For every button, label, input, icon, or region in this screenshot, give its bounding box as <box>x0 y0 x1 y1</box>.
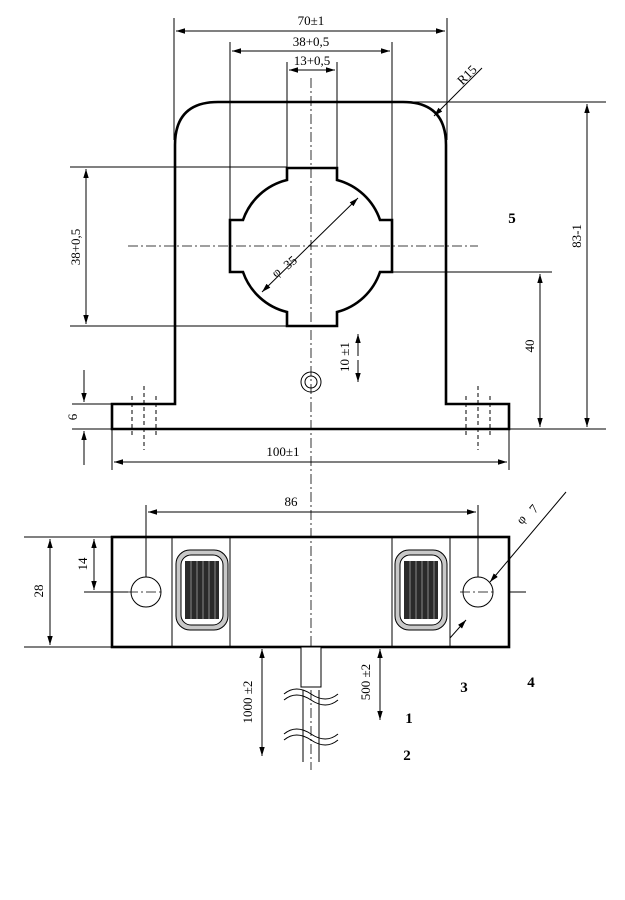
dim-center-height: 40 <box>522 340 537 353</box>
lead-wire-sleeve <box>300 646 322 688</box>
dim-total-height: 83-1 <box>569 224 584 248</box>
lead-wire <box>283 646 339 762</box>
wire-break-mark <box>283 734 339 746</box>
wire-break-mark <box>283 688 339 700</box>
dim-bottom-hole-offset: 14 <box>75 557 90 571</box>
dim-mount-hole: 7 <box>526 501 542 516</box>
front-dimensions: 70±1 38+0,5 13+0,5 R15 83-1 38+0,5 φ 35 … <box>65 13 606 470</box>
dim-hole-diameter: 35 <box>280 252 300 272</box>
dim-bottom-height: 28 <box>31 585 46 598</box>
dim-slot-width: 13+0,5 <box>294 53 331 68</box>
dim-hole-diameter-symbol: φ <box>268 264 283 280</box>
callout-4: 4 <box>527 675 535 691</box>
dim-mount-hole-symbol: φ <box>513 512 529 527</box>
dim-lead-length: 1000 ±2 <box>240 681 255 724</box>
sensor-window <box>228 166 394 328</box>
wire-break-mark <box>283 694 339 706</box>
dim-corner-radius: R15 <box>454 62 480 88</box>
callout-2: 2 <box>403 748 411 764</box>
bottom-dimensions: 86 φ 7 28 14 1000 ±2 500 ±2 <box>24 491 567 756</box>
dim-window-width: 38+0,5 <box>293 34 330 49</box>
bottom-view <box>110 535 511 649</box>
wire-break-mark <box>283 728 339 740</box>
dim-led-offset: 10 ±1 <box>337 342 352 372</box>
dim-top-width: 70±1 <box>298 13 325 28</box>
led-indicator-outer <box>300 371 322 393</box>
callout-1: 1 <box>405 711 413 727</box>
right-terminal-contacts <box>404 561 438 619</box>
dim-base-width: 100±1 <box>266 444 299 459</box>
callout-3: 3 <box>460 680 468 696</box>
dim-mount-spacing: 86 <box>285 494 299 509</box>
dim-window-height: 38+0,5 <box>68 229 83 266</box>
callouts: 1 2 3 4 5 <box>403 211 535 764</box>
dim-lead-bare: 500 ±2 <box>358 664 373 700</box>
dim-base-thickness: 6 <box>65 413 80 420</box>
front-view <box>110 78 511 770</box>
left-terminal-contacts <box>185 561 219 619</box>
callout-5: 5 <box>508 211 516 227</box>
led-indicator-inner <box>304 375 318 389</box>
sensor-body-outline <box>110 100 511 431</box>
